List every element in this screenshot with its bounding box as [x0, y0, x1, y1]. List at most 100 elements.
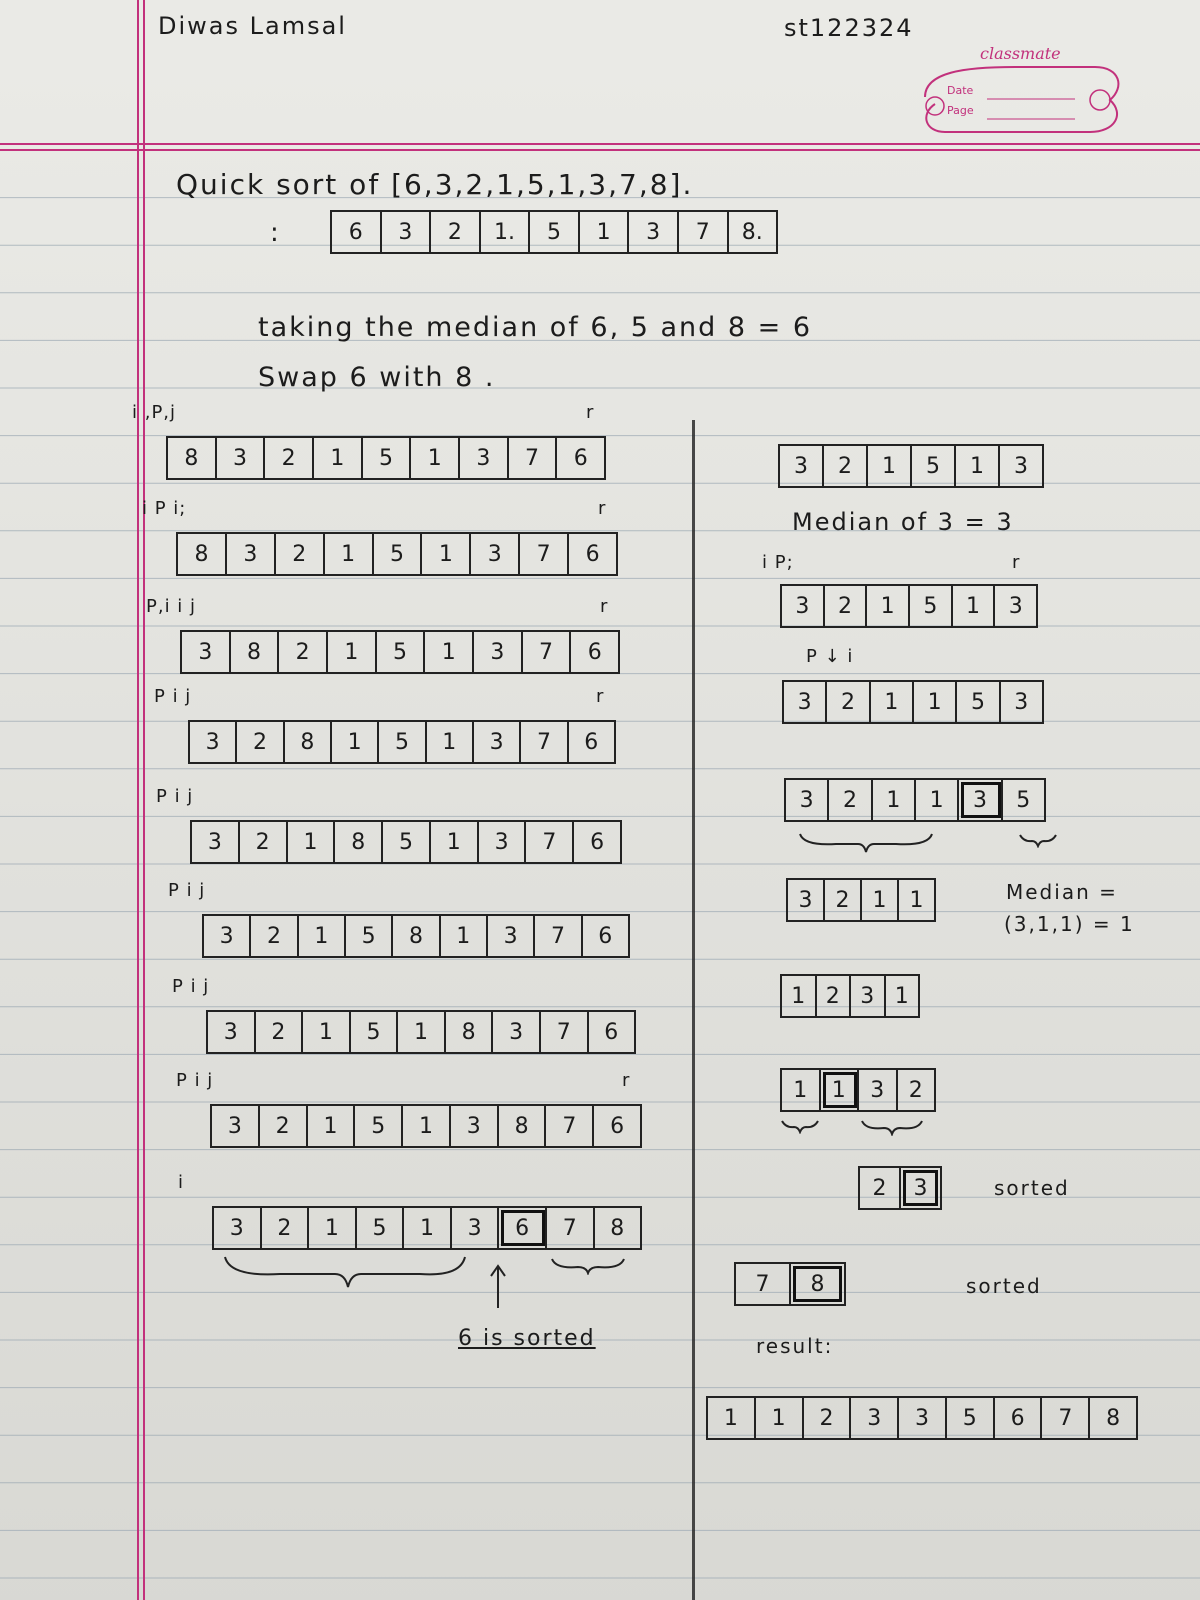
- array-cell: 5: [379, 722, 427, 762]
- array-cell: 1: [868, 446, 912, 486]
- array-cell: 1: [427, 722, 474, 762]
- right-brace-4: [861, 1120, 923, 1136]
- array-cell: 3: [451, 1106, 499, 1146]
- array-cell: 3: [1014, 689, 1029, 715]
- array-cell: 5: [910, 586, 953, 626]
- array-cell: 1: [403, 1106, 451, 1146]
- array-cell: 7: [736, 1264, 791, 1304]
- array-cell: 6: [604, 1019, 619, 1045]
- array-cell: 1: [756, 1398, 804, 1438]
- array-cell: 7: [523, 632, 572, 672]
- array-cell: 3: [786, 780, 830, 820]
- array-cell: 8: [178, 534, 227, 574]
- array-cell: 7: [526, 822, 575, 862]
- array-cell: 1: [328, 632, 377, 672]
- median-label: Median =: [1006, 880, 1118, 904]
- array-cell: 3: [208, 1012, 256, 1052]
- array-cell: 1: [914, 682, 958, 722]
- array-cell: 3: [1014, 453, 1028, 479]
- array-cell: 3: [227, 534, 276, 574]
- array-cell: 8: [1106, 1405, 1121, 1431]
- array-cell: 7: [541, 1012, 589, 1052]
- step-pointers: P i j: [168, 880, 206, 901]
- array-cell: 3: [182, 632, 231, 672]
- right-pointer: r: [598, 498, 607, 519]
- array-cell: 3: [851, 976, 886, 1016]
- array-cell: 2: [908, 1077, 923, 1103]
- array-cell: 8.: [741, 219, 763, 245]
- array-cell: 1: [332, 722, 380, 762]
- array-cell: 3: [782, 586, 825, 626]
- array-cell: 1: [308, 1106, 356, 1146]
- array-cell: 3: [959, 780, 1003, 820]
- array-cell: 6: [995, 1398, 1043, 1438]
- array-cell: 2: [860, 1168, 901, 1208]
- right-pointer: r: [596, 686, 605, 707]
- step-pointers: P i j: [154, 686, 192, 707]
- logo-frame: [924, 66, 1120, 133]
- array-cell: 5: [351, 1012, 399, 1052]
- right-brace-3: [781, 1120, 819, 1134]
- array-cell: 3: [851, 1398, 900, 1438]
- array-cell: 3: [629, 212, 679, 252]
- step1-pointers: i P;: [762, 552, 794, 573]
- array-cell: 1: [909, 887, 924, 913]
- array-cell: 7: [1042, 1398, 1091, 1438]
- array-cell: 2: [251, 916, 299, 956]
- array-cell: 2: [265, 438, 315, 478]
- median-statement: taking the median of 6, 5 and 8 = 6: [258, 312, 813, 343]
- array-cell: 5: [530, 212, 580, 252]
- array-cell: 8: [335, 822, 384, 862]
- step-pointers: P i j: [176, 1070, 214, 1091]
- step1-r-pointer: r: [1012, 552, 1021, 573]
- array-cell: 5: [377, 632, 426, 672]
- array-cell: 3: [901, 1168, 940, 1208]
- page-label: Page: [947, 104, 974, 117]
- array-cell: 3: [471, 534, 521, 574]
- array-cell: 3: [784, 682, 828, 722]
- array-cell: 5: [346, 916, 394, 956]
- array-cell: 1: [425, 632, 475, 672]
- array-cell: 3: [214, 1208, 262, 1248]
- array-cell: 5: [374, 534, 423, 574]
- array-cell: 3: [899, 1398, 947, 1438]
- six-sorted-note: 6 is sorted: [458, 1326, 596, 1351]
- left-brace: [224, 1256, 466, 1288]
- array-cell: 1: [441, 916, 488, 956]
- array-cell: 1: [398, 1012, 446, 1052]
- array-cell: 8: [446, 1012, 494, 1052]
- array-cell: 1: [953, 586, 996, 626]
- array-cell: 2: [825, 586, 868, 626]
- array-cell: 6: [499, 1208, 547, 1248]
- array-cell: 3: [488, 916, 536, 956]
- array-cell: 1: [708, 1398, 756, 1438]
- array-cell: 1.: [481, 212, 531, 252]
- array-cell: 2: [817, 976, 851, 1016]
- array-cell: 3: [859, 1070, 898, 1110]
- array-cell: 3: [780, 446, 824, 486]
- array-cell: 1: [956, 446, 1000, 486]
- right-pointer: r: [586, 402, 595, 423]
- array-cell: 1: [894, 983, 909, 1009]
- title-colon: :: [270, 218, 281, 248]
- array-cell: 3: [493, 1012, 541, 1052]
- step2-pointers: P ↓ i: [806, 646, 854, 667]
- array-cell: 3: [452, 1208, 500, 1248]
- median-value: (3,1,1) = 1: [1004, 912, 1135, 936]
- array-cell: 8: [791, 1264, 844, 1304]
- array-cell: 7: [547, 1208, 595, 1248]
- array-cell: 7: [521, 722, 569, 762]
- array-cell: 1: [422, 534, 472, 574]
- array-cell: 6: [584, 729, 599, 755]
- array-cell: 2: [262, 1208, 310, 1248]
- array-cell: 7: [546, 1106, 595, 1146]
- swap-statement: Swap 6 with 8 .: [258, 362, 496, 393]
